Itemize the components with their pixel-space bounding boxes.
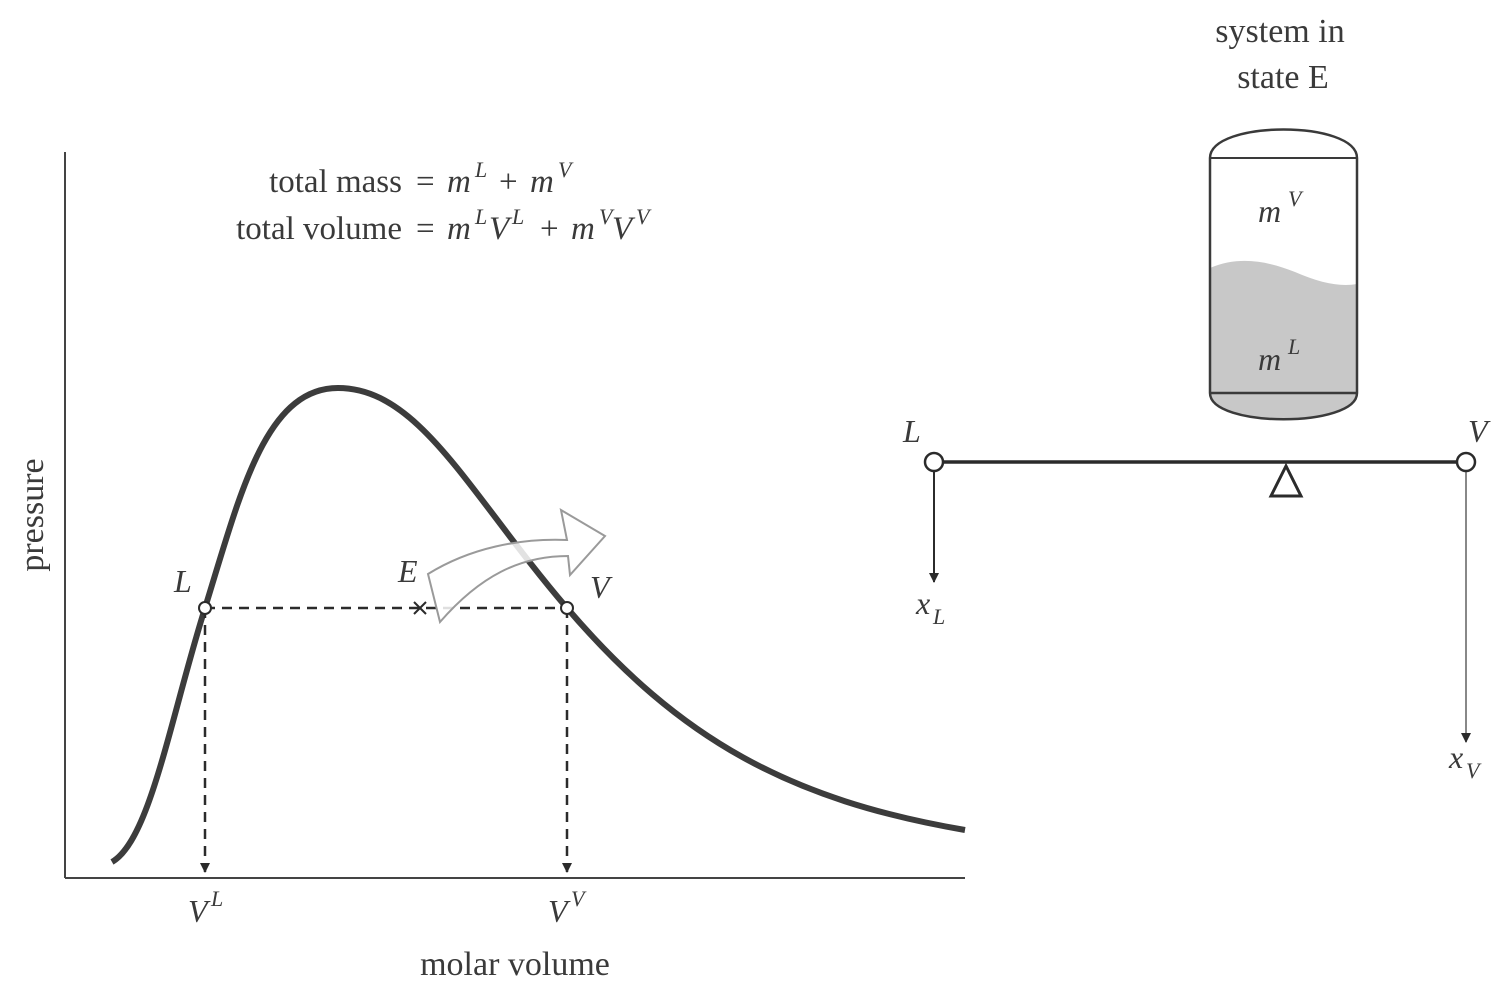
tank-title-line2: state E [1237,59,1329,96]
lever-diagram: L V x L x V [902,413,1491,783]
point-L-label: L [173,563,192,599]
lever-right-label: V [1468,413,1491,449]
tick-VL-sup: L [210,886,223,911]
lever-left-label: L [902,413,921,449]
tick-VV-sup: V [571,886,587,911]
tank-vapor-label: m V [1258,186,1304,229]
vapor-base: m [1258,193,1281,229]
state-arrow [426,507,607,625]
volume-mL: m [447,211,471,247]
mass-supV: V [558,157,574,182]
mass-label: total mass [269,164,402,200]
xV-sub: V [1466,758,1482,783]
tank-liquid-label: m L [1258,334,1300,377]
mass-plus: + [499,164,518,200]
xL-sub: L [932,604,945,629]
point-E-marker [413,601,427,615]
volume-VV: V [612,211,636,247]
lever-end-V [1455,451,1477,473]
volume-label: total volume [236,211,402,247]
volume-supVV: V [636,204,652,229]
volume-equation: total volume = m L V L + m V V V [236,204,652,247]
tick-VL: V L [188,886,223,929]
saturation-curve [110,384,966,865]
volume-eq: = [416,211,435,247]
xL-label: x L [915,585,945,629]
xL-base: x [915,585,930,621]
point-L-marker [198,601,212,615]
liquid-sup: L [1287,334,1300,359]
tank-diagram: system in state E m V m L [1208,13,1359,421]
liquid-fill [1210,260,1357,420]
mass-mL: m [447,164,471,200]
tank-title-line1: system in [1215,13,1344,50]
mass-equation: total mass = m L + m V [269,157,574,200]
tick-VV: V V [548,886,587,929]
volume-supV: V [599,204,615,229]
y-axis-label: pressure [14,458,51,571]
mass-supL: L [474,157,487,182]
tick-VV-base: V [548,893,571,929]
tick-VL-base: V [188,893,211,929]
lever-end-L [923,451,945,473]
point-E-label: E [397,553,418,589]
liquid-base: m [1258,341,1281,377]
volume-supL: L [474,204,487,229]
mass-eq: = [416,164,435,200]
volume-supVL: L [511,204,524,229]
mass-mV: m [530,164,554,200]
fulcrum [1268,462,1304,498]
point-V-label: V [590,569,613,605]
pv-diagram: L E V V L V V molar volume pressure tota… [14,152,966,983]
volume-VL: V [489,211,513,247]
xV-label: x V [1448,739,1482,783]
volume-plus: + [540,211,559,247]
vapor-sup: V [1288,186,1304,211]
volume-mV: m [571,211,595,247]
xV-base: x [1448,739,1463,775]
x-axis-label: molar volume [420,946,610,983]
point-V-marker [560,601,574,615]
